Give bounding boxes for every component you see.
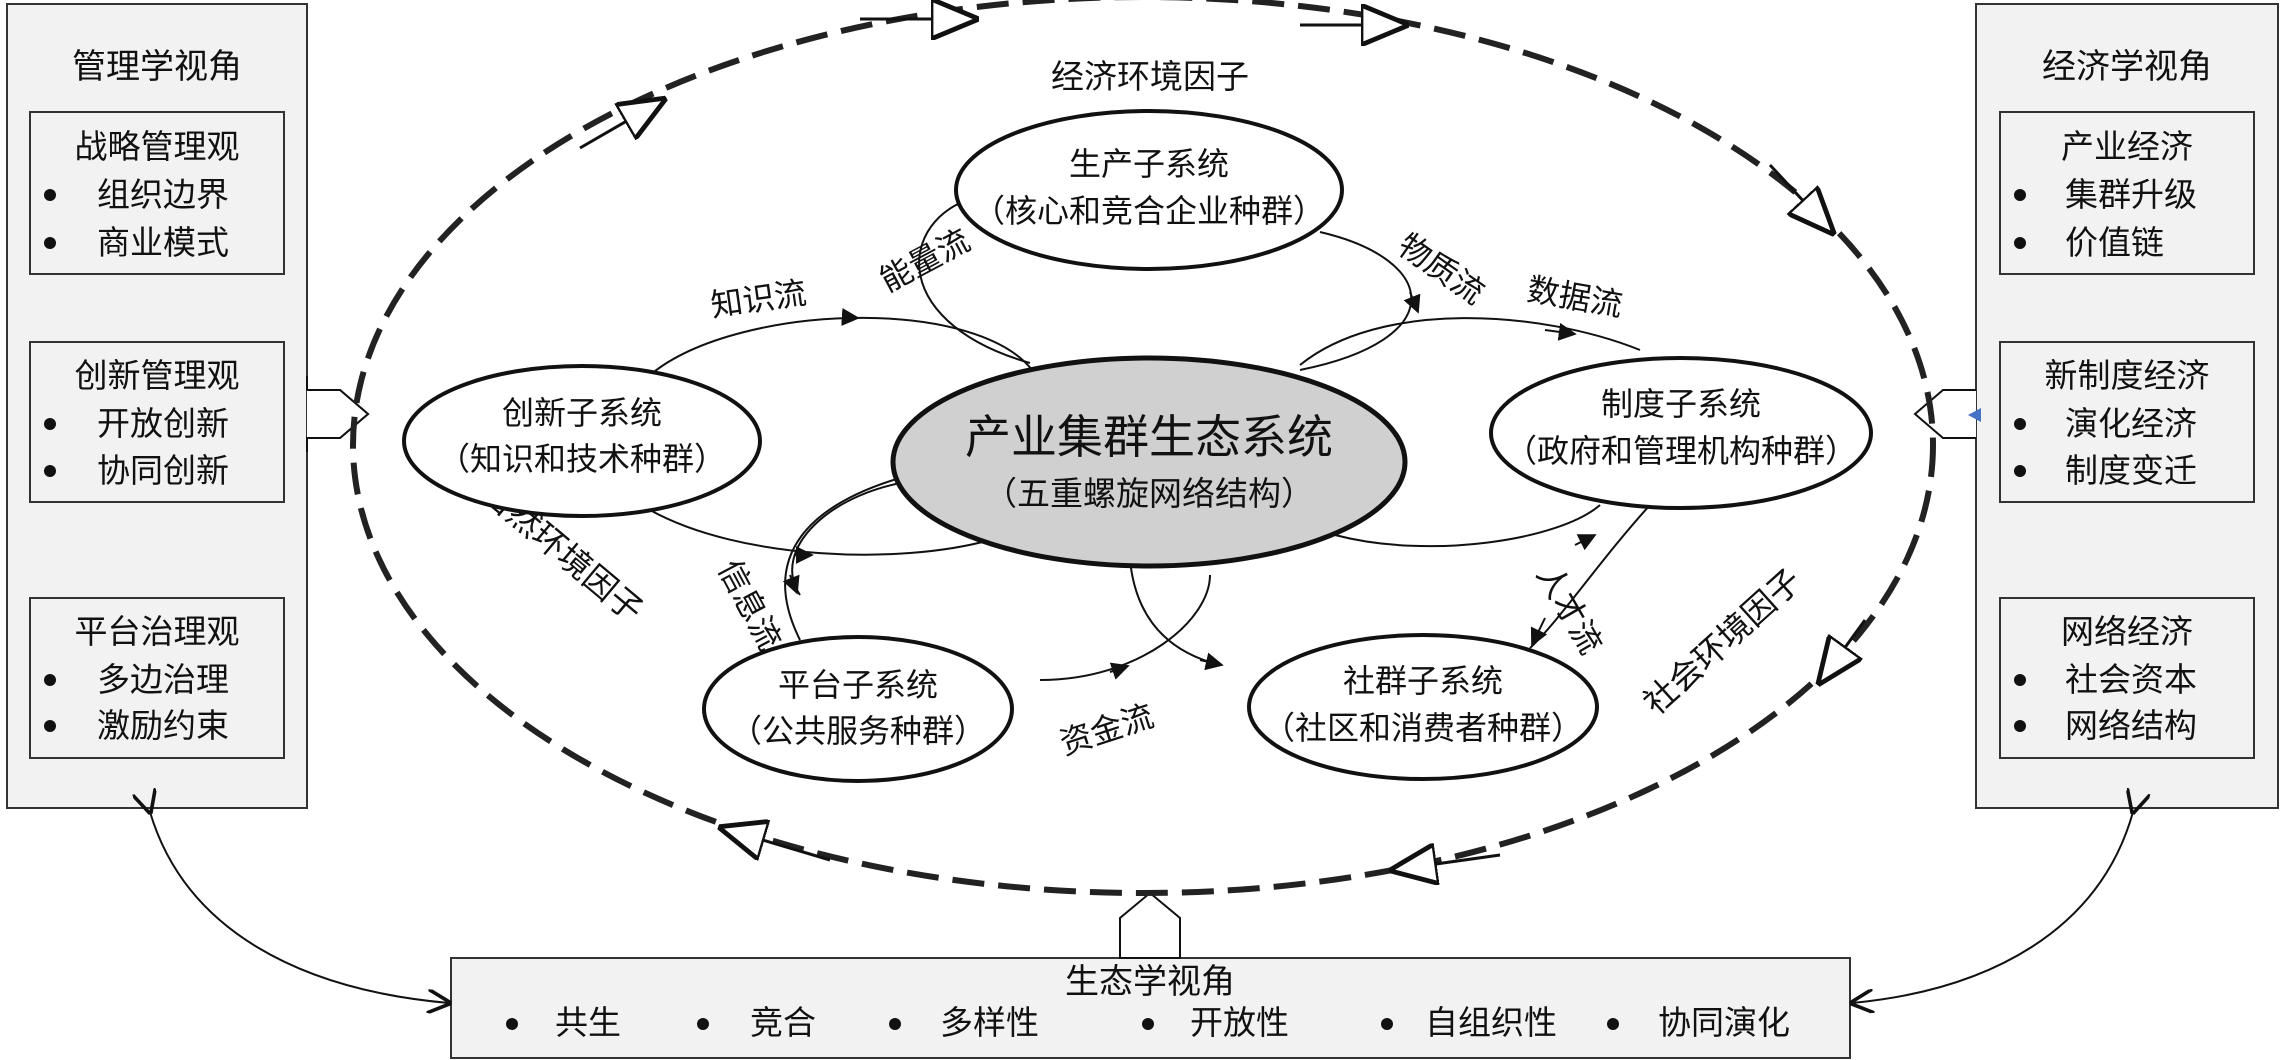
list-item: 开放创新: [97, 404, 229, 443]
list-item: 集群升级: [2065, 175, 2197, 214]
boundary-arrow-icon: [579, 100, 663, 150]
bottom-connector-arrow: [1119, 891, 1181, 959]
subsystem-title: 生产子系统: [1069, 145, 1229, 183]
production-subsystem: 生产子系统 （核心和竞合企业种群）: [954, 109, 1344, 271]
subsystem-title: 制度子系统: [1601, 385, 1761, 423]
new-institutional-economics-box: 新制度经济 演化经济 制度变迁: [1999, 341, 2255, 503]
flow-loops: [649, 192, 1651, 681]
right-connector-arrow: [1913, 389, 1976, 439]
list-item: 多边治理: [97, 660, 229, 699]
list-item: 自组织性: [1425, 1003, 1557, 1042]
boundary-arrow-icon: [1393, 855, 1501, 870]
list-item: 社会资本: [2065, 660, 2197, 699]
right-bottom-link: [1852, 812, 2133, 1003]
subsystem-subtitle: （核心和竞合企业种群）: [973, 192, 1325, 230]
data-flow-label: 数据流: [1524, 270, 1625, 324]
innovation-subsystem: 创新子系统 （知识和技术种群）: [402, 364, 762, 518]
list-item: 商业模式: [97, 223, 229, 262]
economics-panel-title: 经济学视角: [2042, 47, 2212, 87]
economics-panel: 经济学视角 产业经济 集群升级 价值链 新制度经济 演化经济 制度变迁 网络经济…: [1975, 3, 2279, 809]
knowledge-flow-label: 知识流: [708, 274, 808, 325]
box-title: 产业经济: [2061, 127, 2193, 166]
list-item: 激励约束: [97, 706, 229, 745]
information-flow-label: 信息流: [710, 554, 789, 657]
community-subsystem: 社群子系统 （社区和消费者种群）: [1247, 633, 1599, 781]
list-item: 组织边界: [97, 175, 229, 214]
list-item: 共生: [555, 1003, 621, 1042]
list-item: 价值链: [2065, 223, 2164, 262]
platform-subsystem: 平台子系统 （公共服务种群）: [702, 635, 1014, 783]
list-item: 协同创新: [97, 451, 229, 490]
material-flow-label: 物质流: [1391, 226, 1491, 312]
box-title: 网络经济: [2061, 612, 2193, 651]
box-title: 创新管理观: [75, 356, 240, 395]
box-title: 新制度经济: [2045, 356, 2210, 395]
platform-governance-box: 平台治理观 多边治理 激励约束: [29, 597, 285, 759]
list-item: 演化经济: [2065, 404, 2197, 443]
social-environment-label: 社会环境因子: [1636, 561, 1809, 722]
left-bottom-link: [150, 812, 449, 1003]
center-ecosystem: 产业集群生态系统 （五重螺旋网络结构）: [890, 355, 1408, 569]
innovation-management-box: 创新管理观 开放创新 协同创新: [29, 341, 285, 503]
list-item: 网络结构: [2065, 706, 2197, 745]
boundary-arrow-icon: [1820, 619, 1867, 682]
box-title: 战略管理观: [75, 127, 240, 166]
center-title: 产业集群生态系统: [965, 410, 1333, 464]
ecology-panel-title: 生态学视角: [1065, 962, 1235, 1002]
list-item: 协同演化: [1658, 1003, 1790, 1042]
economic-environment-label: 经济环境因子: [1051, 57, 1249, 96]
list-item: 制度变迁: [2065, 451, 2197, 490]
subsystem-subtitle: （社区和消费者种群）: [1263, 709, 1583, 747]
subsystem-subtitle: （知识和技术种群）: [438, 440, 726, 478]
boundary-arrow-icon: [722, 828, 831, 862]
subsystem-title: 创新子系统: [502, 394, 662, 432]
ecology-panel: 生态学视角 共生 竞合 多样性 开放性 自组织性 协同演化: [450, 957, 1851, 1059]
list-item: 多样性: [940, 1003, 1039, 1042]
environment-boundary: [350, 0, 1936, 896]
management-panel-title: 管理学视角: [72, 47, 242, 87]
management-panel: 管理学视角 战略管理观 组织边界 商业模式 创新管理观 开放创新 协同创新 平台…: [6, 3, 308, 809]
boundary-arrow-icon: [1768, 163, 1832, 232]
blue-marker-icon: [1968, 408, 1981, 422]
subsystem-title: 社群子系统: [1343, 662, 1503, 700]
institution-subsystem: 制度子系统 （政府和管理机构种群）: [1489, 356, 1873, 510]
center-subtitle: （五重螺旋网络结构）: [984, 474, 1314, 513]
subsystem-subtitle: （政府和管理机构种群）: [1505, 432, 1857, 470]
subsystem-subtitle: （公共服务种群）: [730, 712, 986, 750]
list-item: 竞合: [750, 1003, 816, 1042]
capital-flow-label: 资金流: [1055, 697, 1158, 763]
industrial-economics-box: 产业经济 集群升级 价值链: [1999, 111, 2255, 275]
talent-flow-label: 人才流: [1529, 558, 1610, 660]
list-item: 开放性: [1190, 1003, 1289, 1042]
subsystem-title: 平台子系统: [778, 666, 938, 704]
network-economics-box: 网络经济 社会资本 网络结构: [1999, 597, 2255, 759]
strategy-management-box: 战略管理观 组织边界 商业模式: [29, 111, 285, 275]
box-title: 平台治理观: [75, 612, 240, 651]
